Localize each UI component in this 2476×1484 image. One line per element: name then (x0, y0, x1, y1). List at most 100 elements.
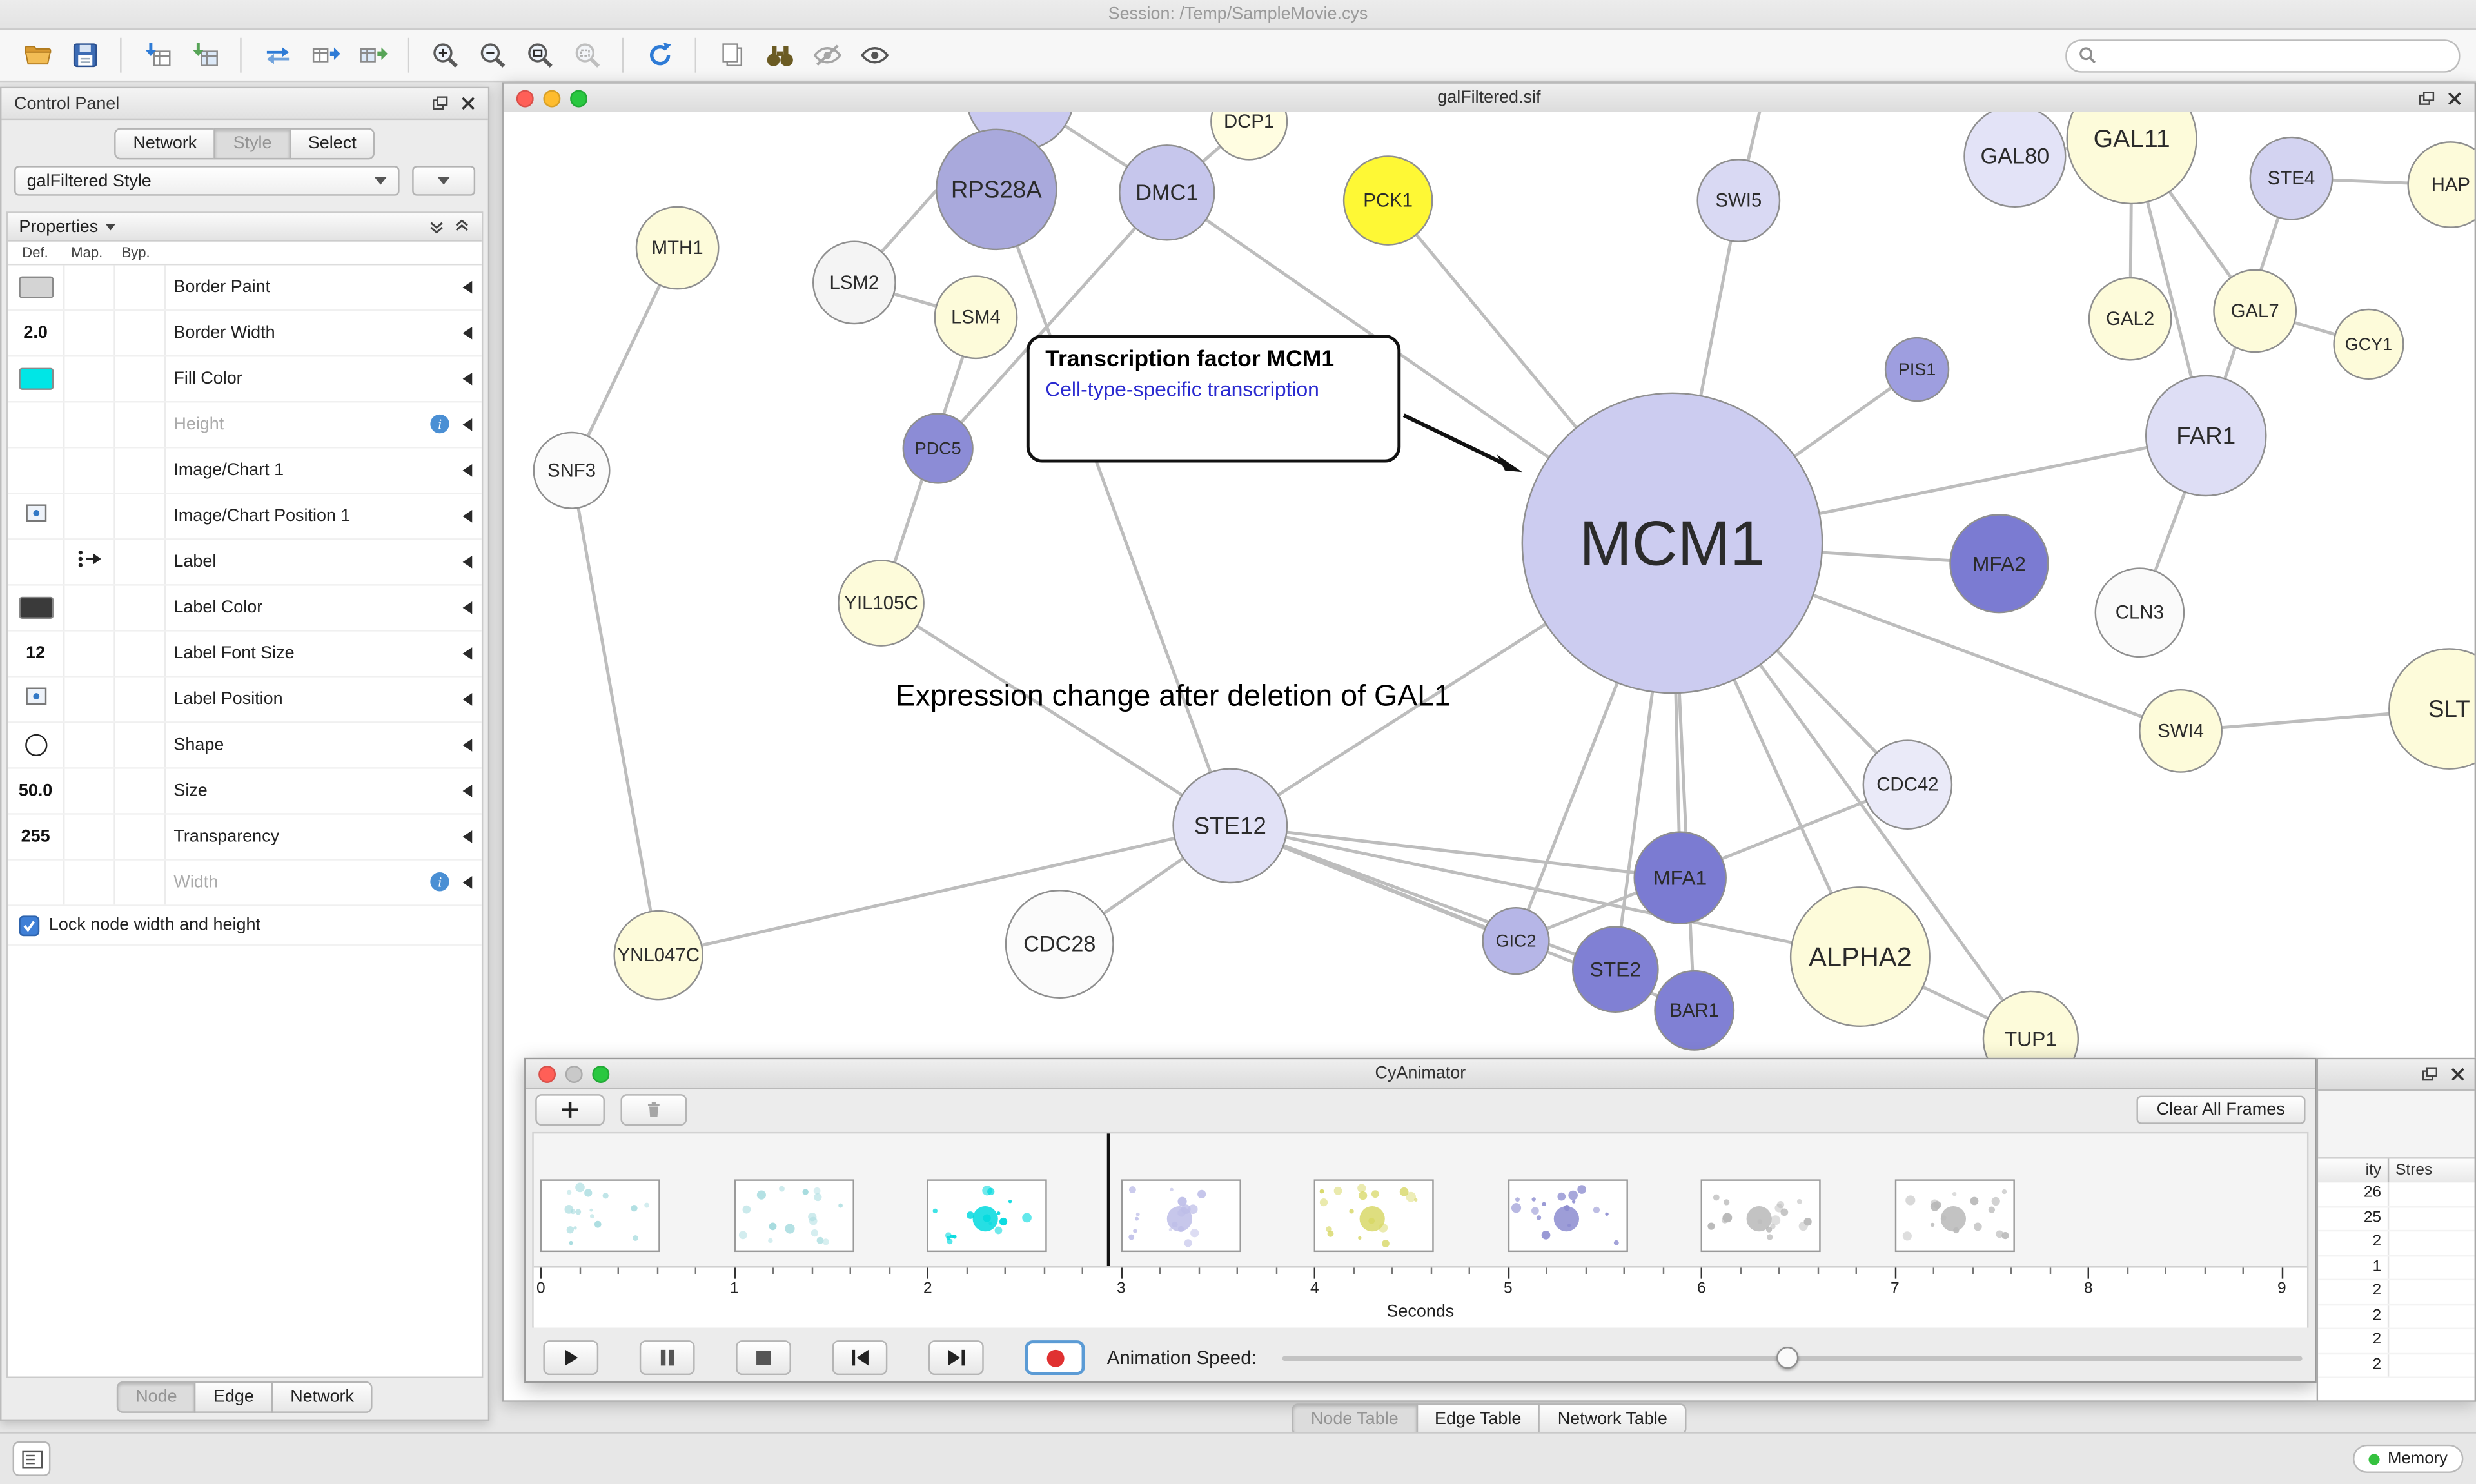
property-row[interactable]: Border Paint (8, 265, 482, 311)
expand-row-arrow[interactable] (462, 510, 473, 523)
zoom-window-icon[interactable] (592, 1064, 610, 1082)
network-node-mfa2[interactable]: MFA2 (1949, 514, 2049, 614)
export-table-button[interactable] (351, 35, 393, 76)
style-dropdown[interactable]: galFiltered Style (14, 166, 400, 196)
property-bypass-cell[interactable] (115, 402, 166, 447)
property-bypass-cell[interactable] (115, 494, 166, 539)
network-node-mcm1[interactable]: MCM1 (1521, 392, 1823, 694)
show-panels-button[interactable] (12, 1441, 51, 1476)
table-row[interactable]: 25 (2318, 1207, 2475, 1232)
timeline-playhead[interactable] (1106, 1133, 1110, 1267)
property-default-cell[interactable]: 2.0 (8, 311, 65, 356)
column-header[interactable]: ity (2318, 1158, 2390, 1184)
network-node-far1[interactable]: FAR1 (2145, 375, 2267, 497)
network-node-dmc1[interactable]: DMC1 (1119, 144, 1215, 241)
cyanimator-titlebar[interactable]: CyAnimator (526, 1059, 2315, 1089)
play-button[interactable] (543, 1340, 599, 1376)
info-icon[interactable]: i (429, 872, 450, 892)
network-node-pis1[interactable]: PIS1 (1884, 337, 1950, 402)
network-node-pdc5[interactable]: PDC5 (902, 413, 974, 484)
table-row[interactable]: 2 (2318, 1280, 2475, 1305)
collapse-all-icon[interactable] (428, 218, 446, 235)
property-mapping-cell[interactable] (64, 768, 115, 814)
animation-frame-thumbnail[interactable] (1700, 1179, 1821, 1253)
property-mapping-cell[interactable] (64, 311, 115, 356)
property-row[interactable]: Image/Chart Position 1 (8, 494, 482, 540)
network-node-ynl047c[interactable]: YNL047C (613, 910, 704, 1001)
delete-frame-button[interactable] (620, 1094, 687, 1126)
mcm1-annotation[interactable]: Transcription factor MCM1 Cell-type-spec… (1026, 335, 1401, 463)
animation-frame-thumbnail[interactable] (927, 1179, 1047, 1253)
property-mapping-cell[interactable] (64, 356, 115, 402)
zoom-in-button[interactable] (423, 35, 466, 76)
slider-knob[interactable] (1776, 1346, 1798, 1369)
float-window-icon[interactable] (2419, 90, 2435, 105)
property-default-cell[interactable] (8, 585, 65, 630)
network-node-alpha2[interactable]: ALPHA2 (1789, 886, 1931, 1028)
property-bypass-cell[interactable] (115, 723, 166, 768)
lock-dimensions-checkbox[interactable] (19, 915, 40, 936)
table-row[interactable]: 2 (2318, 1329, 2475, 1354)
property-row[interactable]: Label Color (8, 585, 482, 632)
network-node-ste12[interactable]: STE12 (1172, 768, 1288, 884)
close-panel-icon[interactable] (461, 96, 475, 110)
network-edge[interactable] (880, 601, 1232, 827)
float-panel-icon[interactable] (433, 96, 448, 110)
network-node-gcy1[interactable]: GCY1 (2333, 308, 2404, 380)
network-edge[interactable] (1230, 824, 1861, 959)
network-node-ste4[interactable]: STE4 (2249, 136, 2334, 220)
animation-frame-thumbnail[interactable] (1894, 1179, 2014, 1253)
close-window-icon[interactable] (538, 1064, 556, 1082)
property-default-cell[interactable] (8, 494, 65, 539)
import-network-button[interactable] (136, 35, 179, 76)
network-edge[interactable] (570, 470, 660, 956)
property-row[interactable]: Label Position (8, 677, 482, 723)
property-mapping-cell[interactable] (64, 494, 115, 539)
stop-button[interactable] (736, 1340, 791, 1376)
property-row[interactable]: Shape (8, 723, 482, 769)
property-row[interactable]: Fill Color (8, 356, 482, 403)
network-node-ste2[interactable]: STE2 (1571, 926, 1659, 1013)
network-node-cdc28[interactable]: CDC28 (1005, 890, 1114, 999)
network-node-gal7[interactable]: GAL7 (2213, 269, 2297, 353)
network-edge[interactable] (936, 191, 1168, 450)
property-default-cell[interactable] (8, 723, 65, 768)
animation-speed-slider[interactable] (1281, 1340, 2303, 1375)
network-edge[interactable] (658, 824, 1231, 957)
network-node-gal2[interactable]: GAL2 (2088, 277, 2172, 361)
zoom-selected-button[interactable] (565, 35, 608, 76)
property-mapping-cell[interactable] (64, 585, 115, 630)
import-table-button[interactable] (183, 35, 226, 76)
network-node-gal11[interactable]: GAL11 (2066, 112, 2197, 205)
clear-all-frames-button[interactable]: Clear All Frames (2136, 1095, 2306, 1124)
network-node-gal80[interactable]: GAL80 (1963, 112, 2067, 208)
property-default-cell[interactable] (8, 402, 65, 447)
skip-to-end-button[interactable] (928, 1340, 984, 1376)
float-panel-icon[interactable] (2422, 1067, 2438, 1082)
expand-row-arrow[interactable] (462, 280, 473, 294)
show-details-button[interactable] (852, 35, 895, 76)
expand-row-arrow[interactable] (462, 326, 473, 340)
swap-networks-button[interactable] (256, 35, 299, 76)
property-mapping-cell[interactable] (64, 265, 115, 310)
open-session-button[interactable] (15, 35, 58, 76)
save-session-button[interactable] (63, 35, 106, 76)
expand-row-arrow[interactable] (462, 785, 473, 797)
property-bypass-cell[interactable] (115, 768, 166, 814)
property-row[interactable]: Image/Chart 1 (8, 448, 482, 494)
property-mapping-cell[interactable] (64, 448, 115, 493)
expand-row-arrow[interactable] (462, 739, 473, 752)
network-edge[interactable] (1230, 824, 1680, 880)
network-node-lsm4[interactable]: LSM4 (934, 275, 1018, 360)
property-default-cell[interactable]: 255 (8, 814, 65, 859)
property-bypass-cell[interactable] (115, 265, 166, 310)
property-bypass-cell[interactable] (115, 814, 166, 859)
animation-frame-thumbnail[interactable] (1507, 1179, 1627, 1253)
network-tab[interactable]: Network (271, 1381, 373, 1413)
